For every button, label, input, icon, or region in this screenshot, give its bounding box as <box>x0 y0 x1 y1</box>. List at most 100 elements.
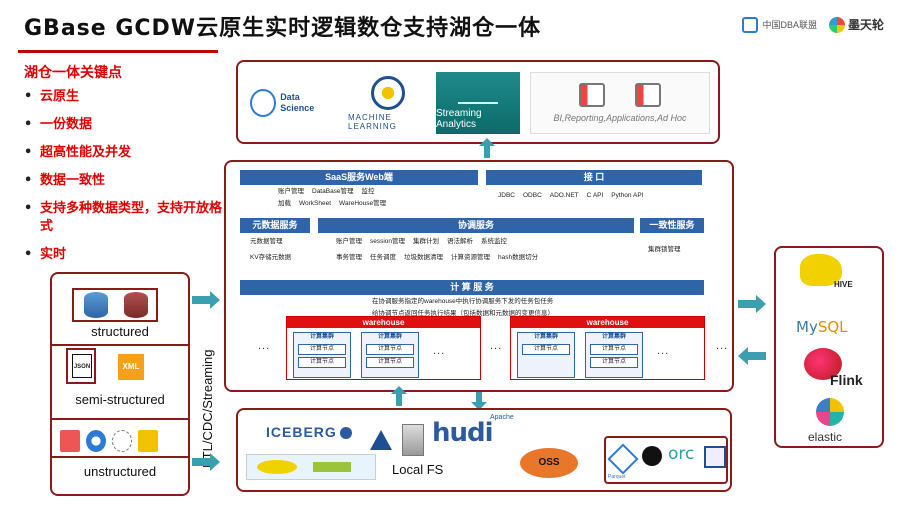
data-science-icon <box>250 89 277 117</box>
oss-cloud: OSS <box>520 448 578 478</box>
header-logos: 中国DBA联盟 墨天轮 <box>742 16 884 33</box>
structured-arrow <box>192 291 220 309</box>
compute-cluster: 计算集群 计算节点 计算节点 <box>585 332 643 378</box>
consistency-service-bar: 一致性服务 <box>640 218 704 233</box>
machine-learning-app: MACHINE LEARNING <box>348 72 428 134</box>
flink-icon <box>804 348 842 380</box>
compute-service-bar: 计 算 服 务 <box>240 280 704 295</box>
structured-section: structured <box>52 274 188 346</box>
elastic-icon <box>816 398 844 426</box>
metadata-service-items: 元数据管理 KV存储元数据 <box>250 238 292 261</box>
etl-cdc-streaming-label: ETL/CDC/Streaming <box>200 349 215 468</box>
title-underline <box>18 50 218 53</box>
unstructured-label: unstructured <box>83 464 157 479</box>
targets-out-arrow <box>738 295 766 313</box>
key-point: •超高性能及并发 <box>24 145 132 160</box>
dba-alliance-text: 中国DBA联盟 <box>762 20 817 30</box>
compute-cluster: 计算集群 计算节点 计算节点 <box>361 332 419 378</box>
motianlun-text: 墨天轮 <box>847 18 884 32</box>
data-science-app: Data Science <box>250 72 332 134</box>
mysql-logo: MySQL <box>796 318 848 336</box>
file-formats-box: Parquet orc <box>604 436 728 484</box>
orc-logo: orc <box>668 444 695 464</box>
coordination-service-bar: 协调服务 <box>318 218 634 233</box>
web-icon <box>86 430 106 452</box>
iceberg-logo: ICEBERG <box>266 424 352 440</box>
semi-structured-section <box>52 346 188 420</box>
compute-node: 计算节点 <box>590 344 638 355</box>
delta-lake-icon <box>366 430 396 460</box>
json-file-icon: JSON <box>72 354 92 378</box>
warehouse-right: warehouse 计算集群 计算节点 计算集群 计算节点 计算节点 ... <box>510 316 705 380</box>
applications-box: Data Science MACHINE LEARNING Streaming … <box>236 60 720 144</box>
compute-service-desc: 在协调服务指定的warehouse中执行协调服务下发的任务包任务 给协调节点返回… <box>372 298 554 317</box>
semi-structured-label: semi-structured <box>75 392 165 407</box>
compute-cluster: 计算集群 计算节点 计算节点 <box>293 332 351 378</box>
warehouse-left: warehouse 计算集群 计算节点 计算节点 计算集群 计算节点 计算节点 … <box>286 316 481 380</box>
json-icon-frame <box>66 348 96 384</box>
unstructured-arrow <box>192 453 220 471</box>
consistency-service-items: 集群锁管理 <box>648 246 681 253</box>
database-icons-frame <box>72 288 158 322</box>
storage-box: ICEBERG Local FS Apache hudi OSS Parquet… <box>236 408 732 492</box>
unstructured-divider <box>52 420 188 458</box>
api-bar: 接 口 <box>486 170 702 185</box>
carbondata-icon <box>704 446 726 468</box>
hdfs-icon <box>313 462 351 472</box>
target-systems-box: HIVE MySQL Flink elastic <box>774 246 884 448</box>
compute-node: 计算节点 <box>522 344 570 355</box>
structured-label: structured <box>91 324 149 339</box>
key-point: •一份数据 <box>24 117 93 132</box>
key-point: •云原生 <box>24 89 80 104</box>
streaming-analytics-icon <box>458 76 498 104</box>
compute-node: 计算节点 <box>298 344 346 355</box>
xml-file-icon: XML <box>118 354 144 380</box>
compute-node: 计算节点 <box>590 357 638 368</box>
ellipsis: ... <box>258 340 271 352</box>
key-point: •数据一致性 <box>24 173 106 188</box>
metadata-service-bar: 元数据服务 <box>240 218 310 233</box>
storage-down-arrow <box>471 392 487 410</box>
key-point: •支持多种数据类型，支持开放格式 <box>24 201 223 234</box>
flink-label: Flink <box>830 372 863 388</box>
compute-cluster: 计算集群 计算节点 <box>517 332 575 378</box>
unstructured-icons <box>60 430 158 452</box>
elastic-label: elastic <box>808 430 843 444</box>
hive-label: HIVE <box>834 280 853 289</box>
key-point: •实时 <box>24 247 67 262</box>
compute-node: 计算节点 <box>366 344 414 355</box>
dba-alliance-icon <box>742 16 759 33</box>
network-icon <box>112 430 132 452</box>
parquet-icon <box>607 443 639 475</box>
database-icon-blue <box>84 292 108 318</box>
machine-learning-icon <box>371 75 405 110</box>
parquet-label: Parquet <box>608 474 626 480</box>
txt-file-icon <box>60 430 80 452</box>
streaming-analytics-app: Streaming Analytics <box>436 72 520 134</box>
compute-node: 计算节点 <box>298 357 346 368</box>
storage-up-arrow <box>391 386 407 406</box>
data-sources-box: structured JSON XML semi-structured unst… <box>50 272 190 496</box>
hadoop-icon <box>257 460 297 474</box>
hive-icon <box>800 254 842 286</box>
key-points-list: •云原生 •一份数据 •超高性能及并发 •数据一致性 •支持多种数据类型，支持开… <box>24 88 224 274</box>
apps-up-arrow <box>479 138 495 158</box>
dashboard-icon <box>635 83 661 107</box>
bi-reporting-app: BI,Reporting,Applications,Ad Hoc <box>530 72 710 134</box>
page-title: GBase GCDW云原生实时逻辑数仓支持湖仓一体 <box>24 16 542 41</box>
hudi-logo: hudi <box>432 418 494 448</box>
ellipsis: ... <box>490 340 503 352</box>
key-points-heading: 湖仓一体关键点 <box>24 65 122 81</box>
hadoop-hdfs-logos <box>246 454 376 480</box>
compute-node: 计算节点 <box>366 357 414 368</box>
motianlun-icon <box>828 16 845 33</box>
apache-label: Apache <box>490 414 514 421</box>
targets-in-arrow <box>738 347 766 365</box>
saas-service-bar: SaaS服务Web端 <box>240 170 478 185</box>
database-icon-red <box>124 292 148 318</box>
ellipsis: ... <box>716 340 729 352</box>
avro-icon <box>642 446 662 466</box>
